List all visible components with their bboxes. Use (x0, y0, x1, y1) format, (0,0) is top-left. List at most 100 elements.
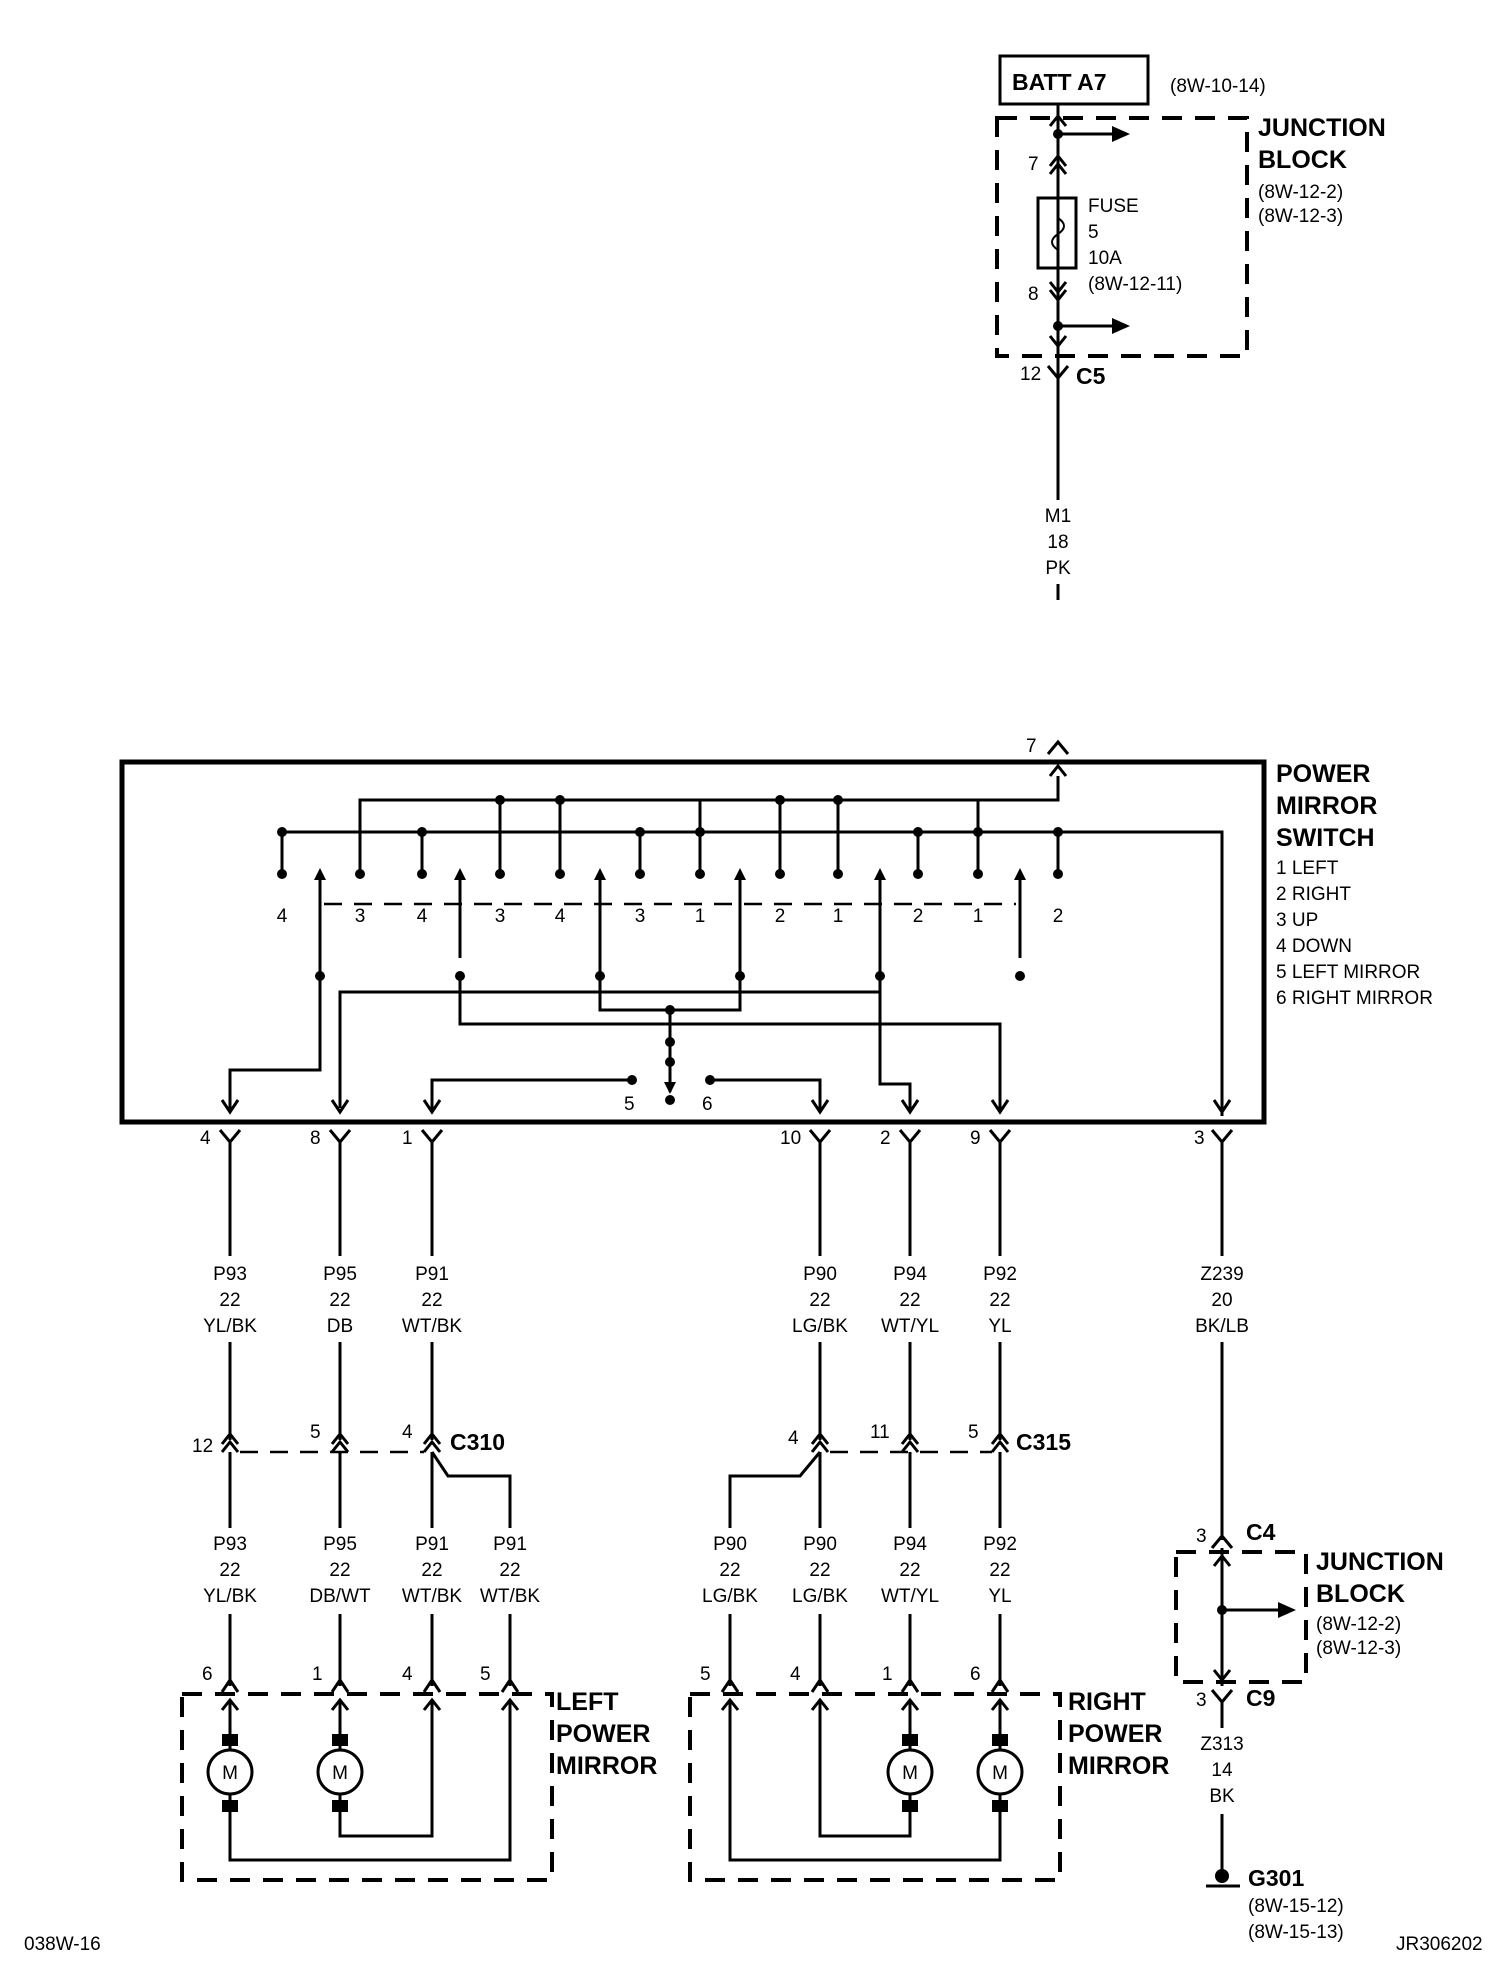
pin7-connector (1048, 153, 1068, 175)
svg-text:8: 8 (310, 1128, 321, 1149)
svg-text:22: 22 (421, 1560, 442, 1581)
ground-wire-gauge: 14 (1211, 1760, 1233, 1781)
right-mirror-pins: 5 4 1 6 (700, 1664, 1010, 1711)
svg-text:WT/BK: WT/BK (480, 1586, 540, 1607)
svg-text:BK/LB: BK/LB (1195, 1316, 1249, 1337)
svg-text:22: 22 (809, 1560, 830, 1581)
power-mirror-switch-box (119, 759, 1267, 1125)
svg-text:22: 22 (329, 1290, 350, 1311)
batt-ref: (8W-10-14) (1170, 76, 1266, 97)
svg-text:1: 1 (695, 906, 706, 927)
ground-wire-color: BK (1209, 1786, 1235, 1807)
top-jb-pin-out: 8 (1028, 284, 1039, 305)
c310-connector: 12 5 4 C310 (192, 1422, 505, 1457)
svg-text:1: 1 (882, 1664, 893, 1685)
pin8-connector (1048, 281, 1068, 303)
svg-text:P91: P91 (415, 1264, 449, 1285)
svg-text:WT/YL: WT/YL (881, 1586, 939, 1607)
ground-symbol (1206, 1869, 1240, 1888)
svg-text:DB: DB (327, 1316, 353, 1337)
batt-label: BATT A7 (1012, 69, 1107, 95)
switch-internal-routing (228, 976, 1002, 1110)
right-mirror-title-2: POWER (1068, 1720, 1162, 1748)
right-power-mirror-outline (688, 1692, 1062, 1882)
svg-text:C9: C9 (1246, 1685, 1275, 1711)
svg-text:P95: P95 (323, 1264, 357, 1285)
svg-text:3: 3 (495, 906, 506, 927)
switch-moving-contacts (314, 868, 1026, 1070)
svg-text:C4: C4 (1246, 1519, 1276, 1545)
svg-text:3: 3 (1196, 1526, 1207, 1547)
svg-text:2: 2 (880, 1128, 891, 1149)
top-jb-title-1: JUNCTION (1258, 114, 1386, 142)
c5-pin: 12 (1020, 364, 1041, 385)
footer-left: 038W-16 (24, 1934, 101, 1955)
bottom-branch-arrow (1112, 318, 1130, 334)
bottom-jb-branch-arrow (1278, 1602, 1296, 1618)
left-mirror-title-1: LEFT (556, 1688, 619, 1716)
switch-legend-4: 4 DOWN (1276, 936, 1352, 957)
svg-text:2: 2 (1053, 906, 1064, 927)
svg-text:11: 11 (870, 1422, 890, 1443)
top-junction-block-outline (995, 116, 1249, 358)
svg-text:P93: P93 (213, 1534, 247, 1555)
c4-connector: 3 C4 (1196, 1519, 1276, 1549)
right-mirror-title-3: MIRROR (1068, 1752, 1169, 1780)
svg-text:22: 22 (329, 1560, 350, 1581)
ground-ref-1: (8W-15-12) (1248, 1896, 1344, 1917)
fuse-number: 5 (1088, 222, 1099, 243)
top-branch-arrow (1112, 126, 1130, 142)
selector-label-5: 5 (624, 1094, 635, 1115)
switch-pin7-arrow (1048, 763, 1068, 777)
top-jb-exit-chevron (1048, 335, 1068, 349)
svg-text:22: 22 (809, 1290, 830, 1311)
svg-text:10: 10 (780, 1128, 801, 1149)
switch-contact-stubs (277, 800, 1063, 879)
svg-text:YL/BK: YL/BK (203, 1316, 257, 1337)
svg-text:22: 22 (719, 1560, 740, 1581)
svg-text:Z239: Z239 (1200, 1264, 1243, 1285)
left-mirror-pins: 6 1 4 5 (202, 1664, 520, 1711)
c5-name: C5 (1076, 363, 1106, 389)
svg-text:5: 5 (310, 1422, 321, 1443)
svg-text:P90: P90 (803, 1264, 837, 1285)
svg-text:4: 4 (417, 906, 428, 927)
svg-text:YL: YL (988, 1586, 1011, 1607)
switch-legend-5: 5 LEFT MIRROR (1276, 962, 1420, 983)
svg-text:4: 4 (790, 1664, 801, 1685)
svg-text:1: 1 (312, 1664, 323, 1685)
top-jb-ref-2: (8W-12-3) (1258, 206, 1343, 227)
svg-text:3: 3 (1196, 1690, 1207, 1711)
svg-text:P93: P93 (213, 1264, 247, 1285)
svg-text:1: 1 (833, 906, 844, 927)
svg-text:1: 1 (402, 1128, 413, 1149)
svg-text:P91: P91 (493, 1534, 527, 1555)
fuse-ref: (8W-12-11) (1088, 274, 1182, 295)
bottom-junction-block-outline (1174, 1550, 1308, 1684)
svg-text:3: 3 (1194, 1128, 1205, 1149)
c5-connector (1046, 365, 1070, 381)
svg-text:22: 22 (499, 1560, 520, 1581)
c315-connector: 4 11 5 C315 (788, 1422, 1071, 1455)
svg-text:4: 4 (555, 906, 566, 927)
svg-text:M: M (332, 1763, 348, 1784)
svg-text:1: 1 (973, 906, 984, 927)
feed-wire-color: PK (1045, 558, 1071, 579)
svg-text:LG/BK: LG/BK (792, 1586, 848, 1607)
top-jb-ref-1: (8W-12-2) (1258, 182, 1343, 203)
svg-text:6: 6 (970, 1664, 981, 1685)
svg-text:22: 22 (899, 1290, 920, 1311)
svg-text:P92: P92 (983, 1534, 1017, 1555)
left-power-mirror-outline (180, 1692, 554, 1882)
svg-text:3: 3 (355, 906, 366, 927)
svg-text:WT/BK: WT/BK (402, 1586, 462, 1607)
switch-output-arrows (220, 1099, 1232, 1115)
svg-text:WT/YL: WT/YL (881, 1316, 939, 1337)
svg-text:P91: P91 (415, 1534, 449, 1555)
svg-text:P92: P92 (983, 1264, 1017, 1285)
svg-text:5: 5 (968, 1422, 979, 1443)
svg-text:C310: C310 (450, 1429, 505, 1455)
svg-text:20: 20 (1211, 1290, 1232, 1311)
svg-text:22: 22 (989, 1560, 1010, 1581)
